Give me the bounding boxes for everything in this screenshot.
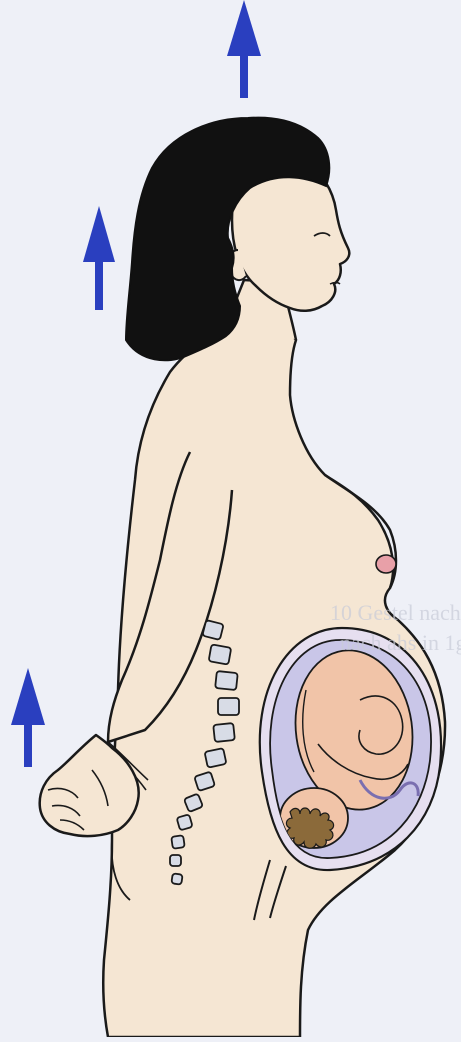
vertebra [170,855,181,866]
vertebra [213,723,235,742]
bleed-through-text-1: 10 Gestel nach [330,600,461,626]
nipple [376,555,396,573]
vertebra [215,671,238,690]
vertebra [171,835,185,849]
arrow-hips-up [11,668,45,767]
vertebra [177,814,193,830]
vertebra [209,644,232,664]
arrow-head-up [227,0,261,98]
bleed-through-text-2: nach ahs in 1g [340,630,461,656]
vertebra [171,873,182,884]
vertebra [218,698,239,715]
vertebra [205,748,227,768]
arrow-back-up [83,206,115,310]
vertebra [202,620,223,640]
